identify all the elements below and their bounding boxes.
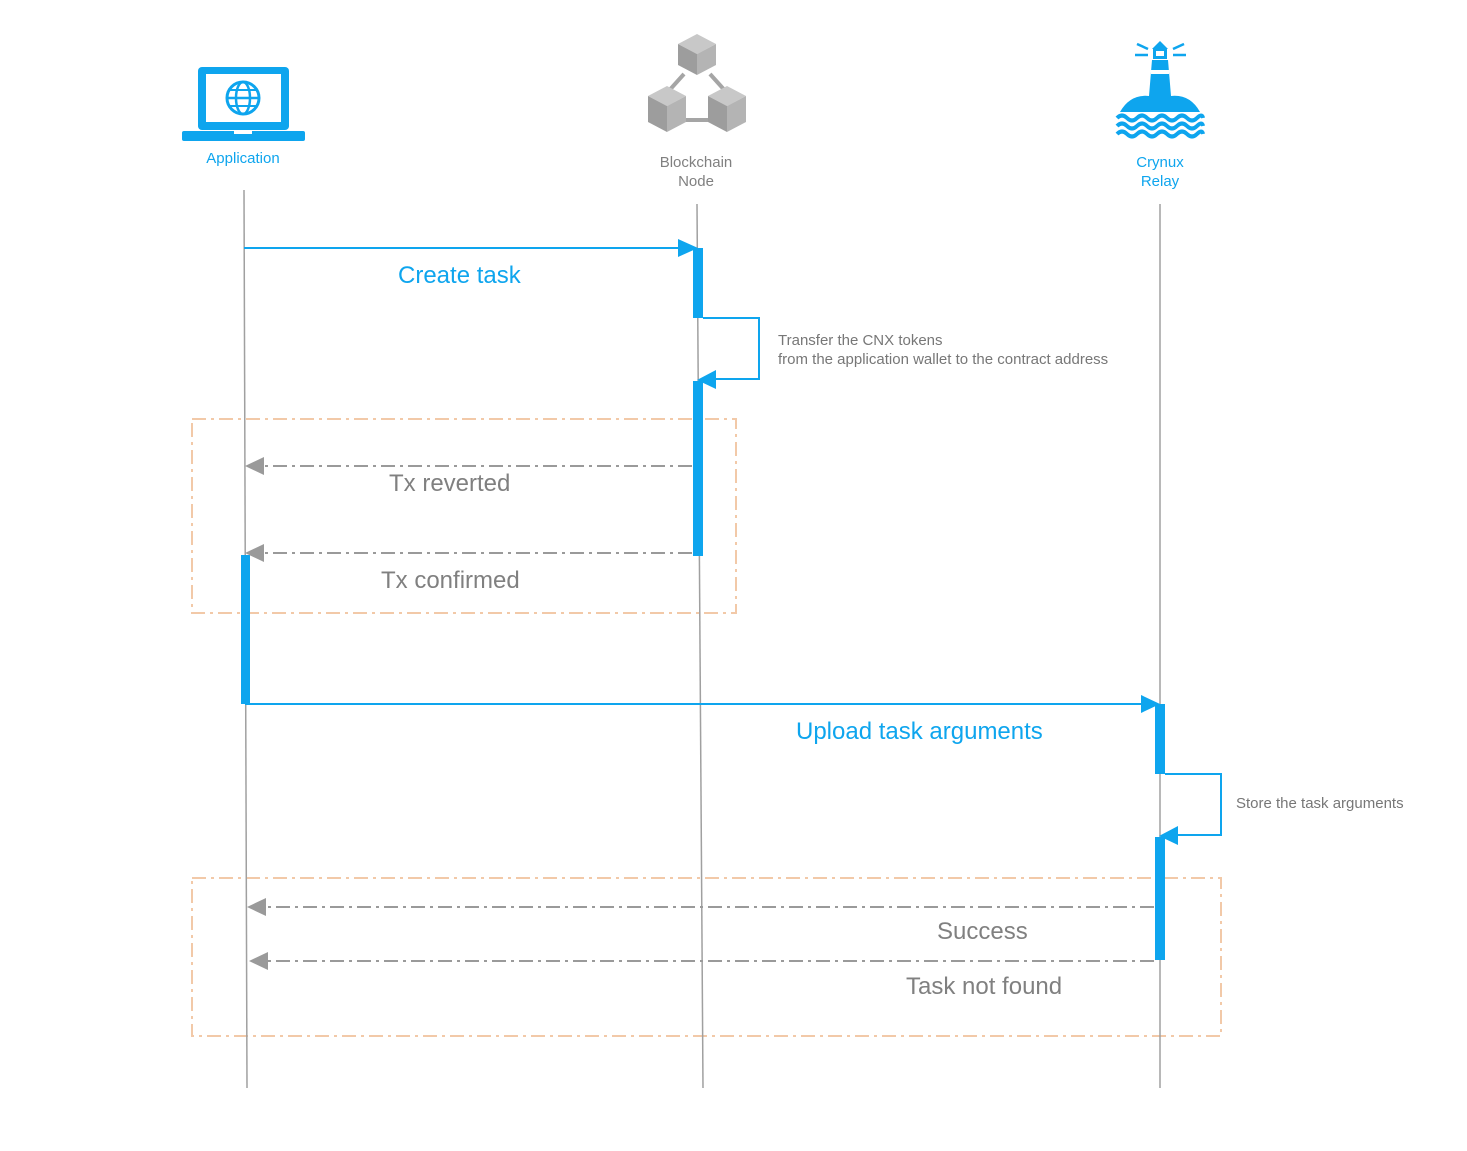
self-arrow-store [1165, 773, 1222, 836]
arrowhead-create-task [678, 239, 698, 257]
alt-frame-transaction [191, 418, 737, 614]
message-tx-reverted: Tx reverted [389, 470, 511, 497]
lighthouse-icon [1115, 41, 1205, 139]
activation-relay-1 [1155, 704, 1165, 774]
arrowhead-upload [1141, 695, 1160, 713]
actor-blockchain-name-line2: Node [678, 173, 714, 190]
alt-frame-upload [191, 877, 1222, 1037]
laptop-globe-icon [182, 67, 305, 141]
activation-application [241, 555, 250, 704]
self-arrow-transfer [703, 317, 760, 380]
actor-relay-name-line1: Crynux [1136, 154, 1184, 171]
arrowhead-task-not-found [249, 952, 268, 970]
note-transfer-line1: Transfer the CNX tokens [778, 332, 943, 349]
activation-relay-2 [1155, 837, 1165, 960]
message-task-not-found: Task not found [906, 973, 1063, 1000]
message-upload-task-arguments: Upload task arguments [796, 718, 1043, 745]
actor-blockchain-name-line1: Blockchain [659, 154, 733, 171]
arrowhead-tx-confirmed [245, 544, 264, 562]
message-create-task: Create task [398, 262, 521, 289]
actor-label-blockchain: Blockchain Node [616, 153, 776, 191]
note-store: Store the task arguments [1236, 795, 1404, 812]
arrowhead-tx-reverted [245, 457, 264, 475]
blockchain-cubes-icon [648, 34, 746, 132]
actor-label-application: Application [163, 149, 323, 168]
arrowhead-store [1159, 826, 1178, 845]
actor-label-relay: Crynux Relay [1080, 153, 1240, 191]
note-transfer-line2: from the application wallet to the contr… [778, 351, 1109, 368]
activation-blockchain-1 [693, 248, 703, 318]
lifeline-blockchain [696, 203, 704, 1089]
actor-relay-name-line2: Relay [1140, 173, 1180, 190]
arrowhead-transfer [697, 370, 716, 389]
note-transfer: Transfer the CNX tokens from the applica… [778, 331, 1108, 369]
activation-blockchain-2 [693, 381, 703, 556]
message-success: Success [937, 918, 1028, 945]
arrowhead-success [247, 898, 266, 916]
actor-application-name: Application [206, 150, 280, 167]
message-tx-confirmed: Tx confirmed [381, 567, 520, 594]
